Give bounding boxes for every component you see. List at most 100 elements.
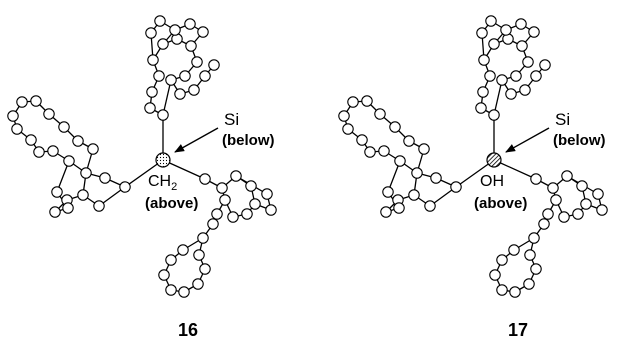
carbon-atom — [43, 108, 55, 120]
carbon-atom — [249, 198, 261, 210]
group-above-note-17: (above) — [474, 195, 527, 212]
carbon-atom — [62, 202, 74, 214]
carbon-atom — [208, 59, 220, 71]
carbon-atom — [119, 181, 131, 193]
molecule-17: Si (below) OH (above) 17 — [338, 15, 608, 340]
carbon-atom — [485, 15, 497, 27]
carbon-atom — [241, 208, 253, 220]
carbon-atom — [488, 109, 500, 121]
carbon-atom — [157, 38, 169, 50]
carbon-atom — [496, 284, 508, 296]
carbon-atom — [496, 254, 508, 266]
carbon-atom — [193, 249, 205, 261]
carbon-atom — [356, 134, 368, 146]
carbon-atom — [380, 206, 392, 218]
carbon-atom — [505, 88, 517, 100]
atoms-17 — [338, 15, 608, 298]
carbon-atom — [530, 173, 542, 185]
carbon-atom — [539, 59, 551, 71]
carbon-atom — [265, 204, 277, 216]
carbon-atom — [197, 232, 209, 244]
carbon-atom — [16, 96, 28, 108]
carbon-atom — [58, 121, 70, 133]
carbon-atom — [550, 194, 562, 206]
carbon-atom — [7, 110, 19, 122]
bond-to-center — [162, 159, 206, 180]
carbon-atom — [47, 145, 59, 157]
group-label-16: CH2 — [148, 173, 177, 193]
carbon-atom — [145, 27, 157, 39]
carbon-atom — [361, 95, 373, 107]
carbon-atom — [516, 40, 528, 52]
carbon-atom — [477, 86, 489, 98]
si-label-16: Si — [224, 110, 239, 129]
si-label-17: Si — [555, 110, 570, 129]
carbon-atom — [72, 135, 84, 147]
group-sub-16: 2 — [171, 181, 177, 193]
carbon-atom — [408, 189, 420, 201]
carbon-atom — [364, 146, 376, 158]
carbon-atom — [25, 134, 37, 146]
carbon-atom — [478, 54, 490, 66]
carbon-atom — [185, 40, 197, 52]
si-arrow-17 — [505, 127, 550, 153]
carbon-atom — [230, 170, 242, 182]
carbon-atom — [144, 102, 156, 114]
carbon-atom — [192, 278, 204, 290]
group-main-16: CH — [148, 173, 171, 190]
compound-number-16: 16 — [178, 320, 198, 340]
carbon-atom — [519, 84, 531, 96]
carbon-atom — [580, 198, 592, 210]
si-below-note-16: (below) — [222, 132, 275, 149]
carbon-atom — [188, 84, 200, 96]
carbon-atom — [342, 123, 354, 135]
carbon-atom — [530, 263, 542, 275]
carbon-atom — [558, 211, 570, 223]
carbon-atom — [450, 181, 462, 193]
carbon-atom — [538, 218, 550, 230]
carbon-atom — [146, 86, 158, 98]
carbon-atom — [510, 70, 522, 82]
carbon-atom — [542, 208, 554, 220]
central-atom-17 — [486, 152, 502, 168]
carbon-atom — [216, 182, 228, 194]
group-label-17: OH — [480, 173, 504, 190]
carbon-atom — [424, 200, 436, 212]
bond-to-center — [124, 159, 164, 188]
carbon-atom — [261, 188, 273, 200]
carbon-atom — [476, 27, 488, 39]
carbon-atom — [178, 286, 190, 298]
molecule-16: Si (below) CH2 (above) 16 — [7, 15, 277, 340]
carbon-atom — [528, 232, 540, 244]
carbon-atom — [227, 211, 239, 223]
si-below-note-17: (below) — [553, 132, 606, 149]
compound-number-17: 17 — [508, 320, 528, 340]
carbon-atom — [93, 200, 105, 212]
bond-to-center — [493, 159, 537, 180]
carbon-atom — [165, 254, 177, 266]
carbon-atom — [174, 88, 186, 100]
bond — [162, 79, 172, 116]
carbon-atom — [165, 74, 177, 86]
carbon-atom — [523, 278, 535, 290]
carbon-atom — [207, 218, 219, 230]
group-above-note-16: (above) — [145, 195, 198, 212]
carbon-atom — [219, 194, 231, 206]
carbon-atom — [488, 38, 500, 50]
carbon-atom — [403, 135, 415, 147]
carbon-atom — [77, 189, 89, 201]
carbon-atom — [484, 70, 496, 82]
central-atom-16 — [155, 152, 171, 168]
carbon-atom — [211, 208, 223, 220]
carbon-atom — [418, 143, 430, 155]
carbon-atom — [197, 26, 209, 38]
carbon-atom — [389, 121, 401, 133]
carbon-atom — [99, 172, 111, 184]
carbon-atom — [49, 206, 61, 218]
carbon-atom — [51, 186, 63, 198]
carbon-atom — [374, 108, 386, 120]
carbon-atom — [528, 26, 540, 38]
carbon-atom — [169, 24, 181, 36]
carbon-atom — [245, 180, 257, 192]
carbon-atom — [572, 208, 584, 220]
